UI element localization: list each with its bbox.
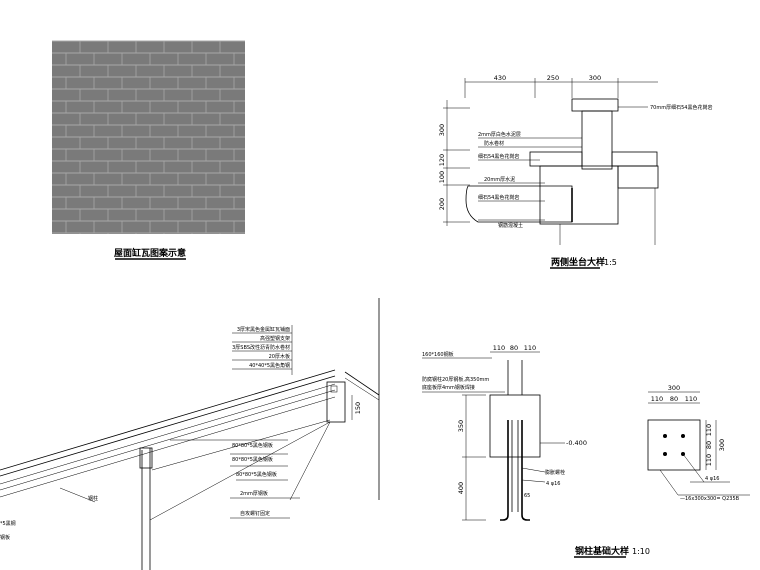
col-dim-top-3: 110 <box>524 344 536 352</box>
bench-cap-stone <box>571 98 619 112</box>
bench-detail: 430 250 300 300 120 100 200 70mm厚细石54黑色 <box>438 74 712 269</box>
base-plate <box>647 419 701 471</box>
roof-dim-150: 150 <box>354 402 362 414</box>
roof-callout-2: 高强塑钢支架 <box>260 335 290 342</box>
bench-concrete-right <box>617 165 659 189</box>
bench-dim-top-3: 300 <box>589 74 601 82</box>
roof-label-3: 80*80*5黑色钢板 <box>236 471 277 478</box>
roof-section: 150 3厚宋黑色金属缸瓦铺面 高强塑钢支架 3厚SBS改性沥青防水卷材 20厚… <box>0 298 380 570</box>
col-label-2: 4 φ16 <box>546 481 560 487</box>
roof-callout-4: 20厚木板 <box>269 353 290 360</box>
col-note-1: 防腐钢柱20厚钢板,高350mm <box>422 376 489 383</box>
bench-label-1: 70mm厚细石54黑色花岗岩 <box>650 104 712 111</box>
plate-dim-top-3: 110 <box>685 395 697 403</box>
plate-dim-top-1: 110 <box>651 395 663 403</box>
plate-dim-right-total: 300 <box>718 439 726 451</box>
bench-left-slab <box>529 151 583 167</box>
bench-dim-left-4: 200 <box>438 198 446 210</box>
roof-tile-title: 屋面缸瓦图案示意 <box>114 247 186 259</box>
bench-right-slab <box>611 151 658 167</box>
bench-label-5: 20mm厚水泥 <box>484 176 515 183</box>
plate-dim-right-1: 110 <box>705 424 713 436</box>
col-elevation: -0.400 <box>566 439 587 447</box>
roof-left-label-2: 钢板 <box>0 534 10 541</box>
roof-label-6: 钢柱 <box>88 495 98 502</box>
roof-label-4: 2mm厚钢板 <box>240 490 268 497</box>
col-concrete-pier <box>489 394 541 458</box>
roof-tile-pattern: 屋面缸瓦图案示意 <box>52 40 245 260</box>
base-plate-plan: 300 110 80 110 110 80 110 300 4 φ16 —16x… <box>647 384 750 502</box>
bench-dim-top-1: 430 <box>494 74 506 82</box>
bench-dim-left-1: 300 <box>438 124 446 136</box>
column-foundation-detail: 160*160钢板 110 80 110 防腐钢柱20厚钢板,高350mm 底座… <box>422 344 650 558</box>
roof-left-label-1: *5黑钢 <box>0 520 16 527</box>
col-note-2: 底座板厚4mm钢板焊接 <box>422 384 475 391</box>
bench-dim-top-2: 250 <box>547 74 559 82</box>
bench-label-3: 防水卷材 <box>484 140 504 147</box>
bench-title: 两侧坐台大样 <box>551 256 605 268</box>
plate-anchor-label: 4 φ16 <box>705 476 719 482</box>
bench-seat <box>465 185 573 223</box>
bench-dim-left-2: 120 <box>438 154 446 166</box>
roof-callout-3: 3厚SBS改性沥青防水卷材 <box>232 344 290 351</box>
plate-dim-right-3: 110 <box>705 454 713 466</box>
col-dim-65: 65 <box>524 493 530 499</box>
plate-dim-top-2: 80 <box>670 395 678 403</box>
bench-label-6: 细石54黑色花岗岩 <box>478 194 519 201</box>
col-scale: 1:10 <box>632 547 650 556</box>
ridge-beam <box>326 381 346 423</box>
col-note-top: 160*160钢板 <box>422 351 454 358</box>
bench-post <box>581 110 613 170</box>
bench-scale: 1:5 <box>604 258 617 267</box>
col-dim-top-1: 110 <box>493 344 505 352</box>
plate-dim-right-2: 80 <box>705 441 713 449</box>
col-label-1: 膨胀螺栓 <box>545 469 565 476</box>
roof-label-1: 80*80*5黑色钢板 <box>232 442 273 449</box>
plate-spec-label: —16x300x300= Q235B <box>680 496 740 502</box>
roof-label-5: 自攻螺钉固定 <box>240 510 270 517</box>
roof-callout-stack: 3厚宋黑色金属缸瓦铺面 高强塑钢支架 3厚SBS改性沥青防水卷材 20厚木板 4… <box>232 325 293 375</box>
bench-label-4: 细石54黑色花岗岩 <box>478 153 519 160</box>
bench-concrete-base <box>539 165 619 225</box>
col-dim-left-2: 400 <box>457 482 465 494</box>
roof-callout-1: 3厚宋黑色金属缸瓦铺面 <box>237 326 290 333</box>
plate-dim-total: 300 <box>668 384 680 392</box>
bench-label-2: 2mm厚白色水泥层 <box>478 131 521 138</box>
col-title: 钢柱基础大样 <box>575 545 629 557</box>
roof-callout-5: 40*40*5黑色角钢 <box>249 362 290 369</box>
bench-label-7: 钢筋混凝土 <box>498 222 523 229</box>
col-dim-top-2: 80 <box>510 344 518 352</box>
col-dim-left-1: 350 <box>457 420 465 432</box>
bench-dim-left-3: 100 <box>438 171 446 183</box>
roof-label-2: 80*80*5黑色钢板 <box>232 456 273 463</box>
